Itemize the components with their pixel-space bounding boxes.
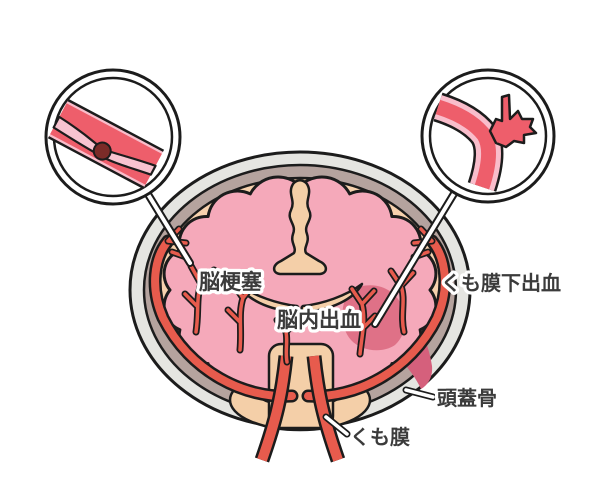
- label-intracerebral-hemorrhage: 脳内出血: [277, 308, 361, 332]
- label-subarachnoid-hemorrhage: くも膜下出血: [441, 271, 561, 295]
- magnifier-left: [44, 68, 182, 206]
- blood-clot-icon: [92, 141, 112, 161]
- pointer-arachnoid-label-core: [324, 415, 349, 436]
- lateral-ventricle-right: [300, 282, 364, 314]
- pointer-right-magnifier-core: [373, 190, 457, 326]
- blood-burst-icon: [488, 93, 538, 149]
- label-skull: 頭蓋骨: [437, 386, 497, 410]
- bent-vessel-lumen: [435, 99, 496, 190]
- ruptured-artery-bleeding-icon: [433, 92, 538, 192]
- pointer-lines: [142, 187, 459, 438]
- neck-artery: [257, 355, 343, 462]
- main-artery: [151, 237, 449, 401]
- label-arachnoid: くも膜: [350, 425, 410, 449]
- label-cerebral-infarction: 脳梗塞: [199, 270, 263, 294]
- pointer-skull-label-core: [404, 388, 435, 399]
- occluded-artery-with-clot-icon: [47, 99, 165, 189]
- lateral-ventricle-left: [236, 282, 300, 314]
- magnifier-right: [420, 68, 556, 204]
- vessel-wall-outline: [47, 99, 165, 189]
- longitudinal-fissure: [272, 179, 328, 276]
- pointer-left-magnifier-core: [144, 189, 192, 265]
